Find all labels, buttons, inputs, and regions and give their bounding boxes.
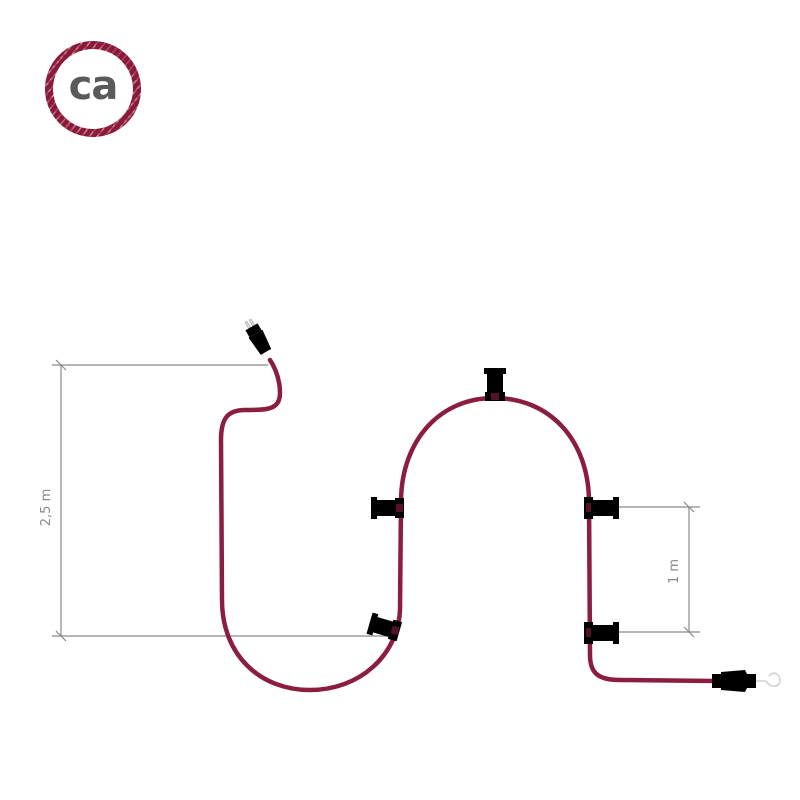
lamp-holder-icon [584, 622, 619, 644]
logo-text: ca [68, 63, 119, 109]
rope-ring-icon [45, 41, 141, 137]
hook-icon [765, 672, 781, 687]
dimension-1m [600, 501, 700, 638]
dimension-label-2-5m: 2,5 m [39, 488, 55, 527]
male-plug-icon [244, 318, 272, 355]
dimension-2-5m [52, 359, 395, 642]
female-socket-icon [712, 670, 766, 692]
textile-cable [218, 357, 719, 693]
lamp-holder-icon [584, 497, 619, 519]
dimension-label-1m: 1 m [667, 558, 683, 585]
lamp-holder-icon [366, 612, 403, 642]
lamp-holder-icon [484, 368, 506, 401]
lamp-holder-icon [371, 497, 404, 519]
brand-logo: ca [44, 40, 142, 138]
